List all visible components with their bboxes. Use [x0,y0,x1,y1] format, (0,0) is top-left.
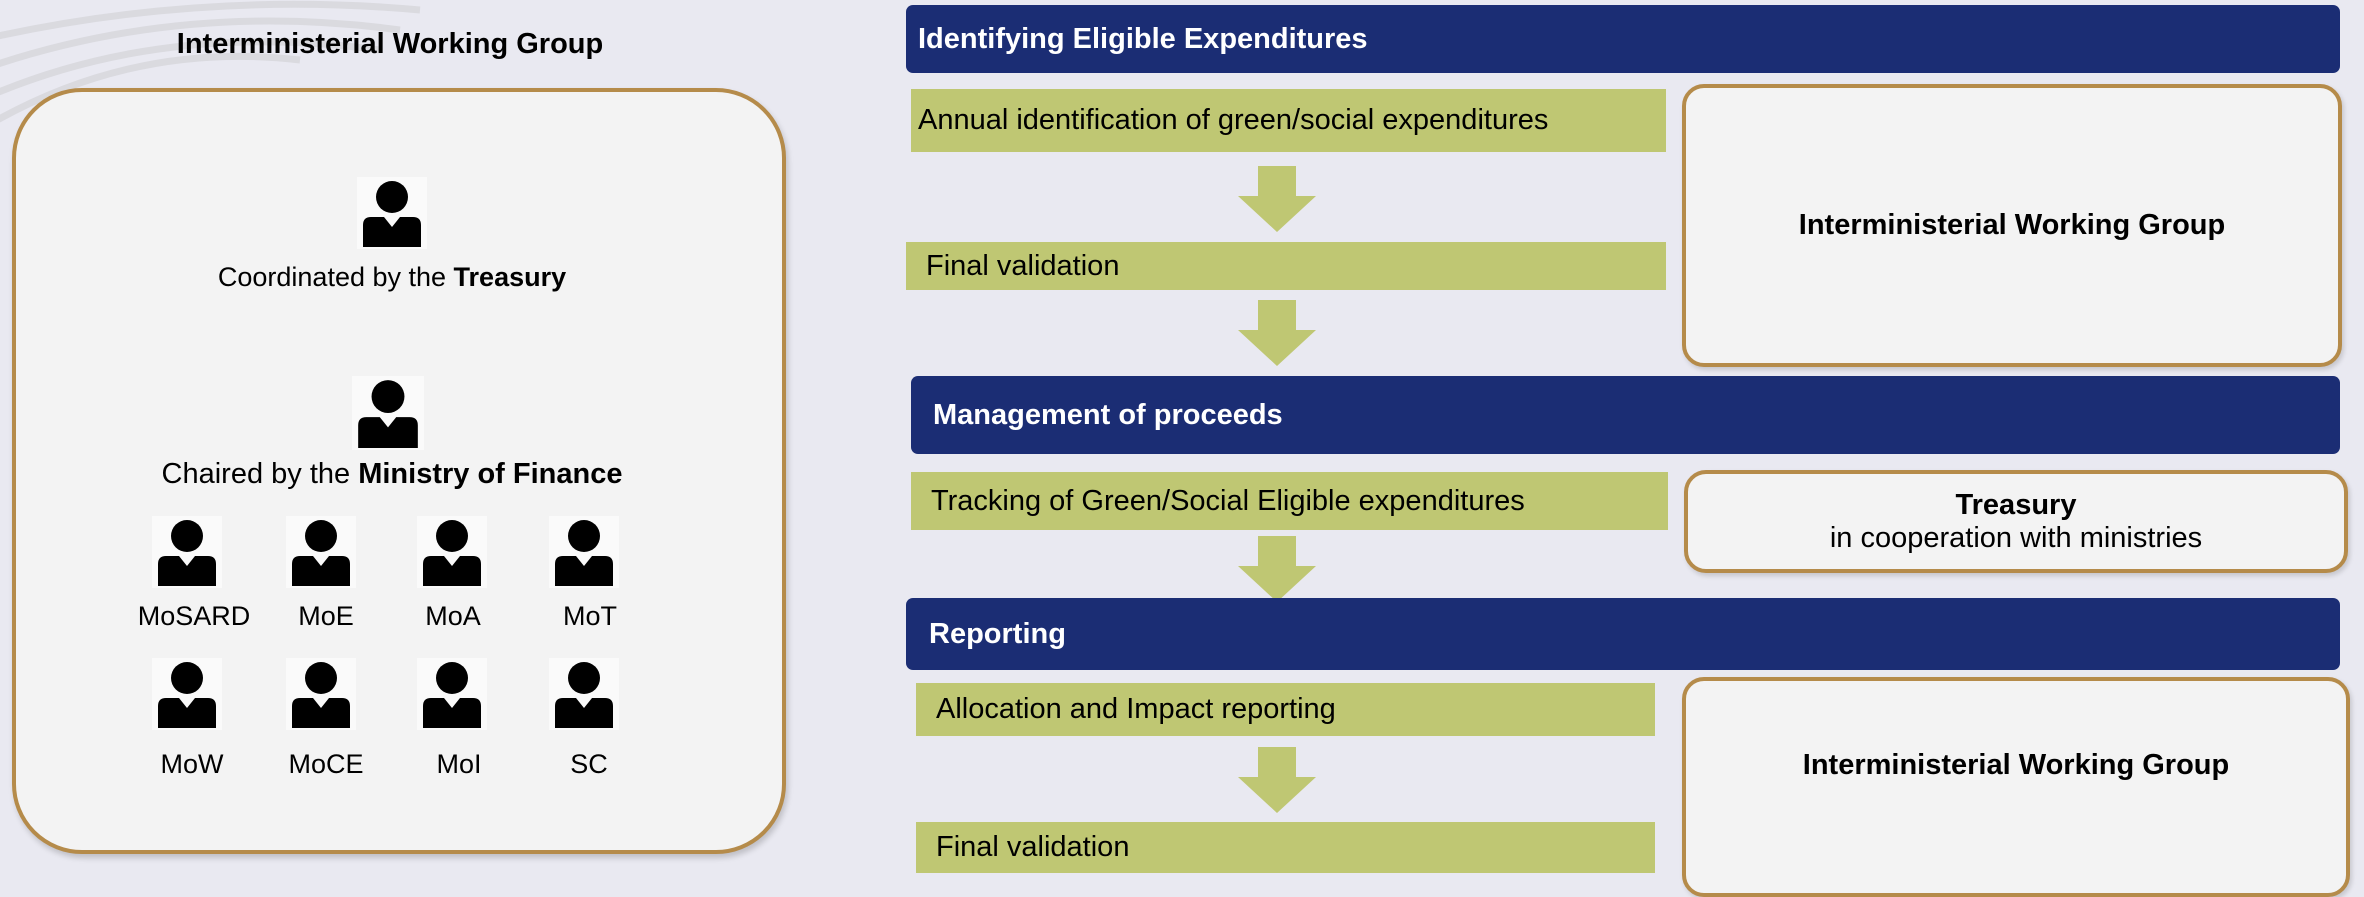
person-icon [152,657,222,731]
person-icon [417,515,487,589]
chair-caption: Chaired by the Ministry of Finance [161,458,623,490]
section-header-identifying: Identifying Eligible Expenditures [906,5,2340,73]
down-arrow-icon [1238,536,1316,602]
person-icon [286,657,356,731]
step-tracking: Tracking of Green/Social Eligible expend… [911,472,1668,530]
person-icon [417,657,487,731]
responsible-box-management: Treasury in cooperation with ministries [1684,470,2348,573]
down-arrow-icon [1238,747,1316,813]
member-label: MoSARD [137,601,251,631]
section-header-management: Management of proceeds [911,376,2340,454]
step-annual-identification: Annual identification of green/social ex… [911,89,1666,152]
decorative-swoosh [0,0,421,123]
member-label: MoI [436,749,482,779]
responsible-label: Interministerial Working Group [1802,748,2230,781]
member-label: MoCE [288,749,364,779]
person-icon [152,515,222,589]
responsible-sub-label: in cooperation with ministries [1829,521,2203,554]
responsible-box-reporting: Interministerial Working Group [1682,677,2350,897]
step-final-validation: Final validation [906,242,1666,290]
coordinator-caption: Coordinated by the Treasury [217,262,567,292]
working-group-title: Interministerial Working Group [176,28,604,60]
person-icon [357,177,427,249]
member-label: SC [570,749,608,779]
person-icon [549,515,619,589]
step-allocation-impact: Allocation and Impact reporting [916,683,1655,736]
down-arrow-icon [1238,166,1316,232]
person-icon [286,515,356,589]
member-label: MoW [160,749,224,779]
section-header-reporting: Reporting [906,598,2340,670]
step-final-validation-reporting: Final validation [916,822,1655,873]
down-arrow-icon [1238,300,1316,366]
person-icon [352,375,424,451]
member-label: MoA [425,601,481,631]
responsible-label: Treasury [1955,488,2077,521]
responsible-label: Interministerial Working Group [1798,209,2226,241]
responsible-box-identifying: Interministerial Working Group [1682,84,2342,367]
person-icon [549,657,619,731]
member-label: MoT [563,601,617,631]
member-label: MoE [298,601,354,631]
